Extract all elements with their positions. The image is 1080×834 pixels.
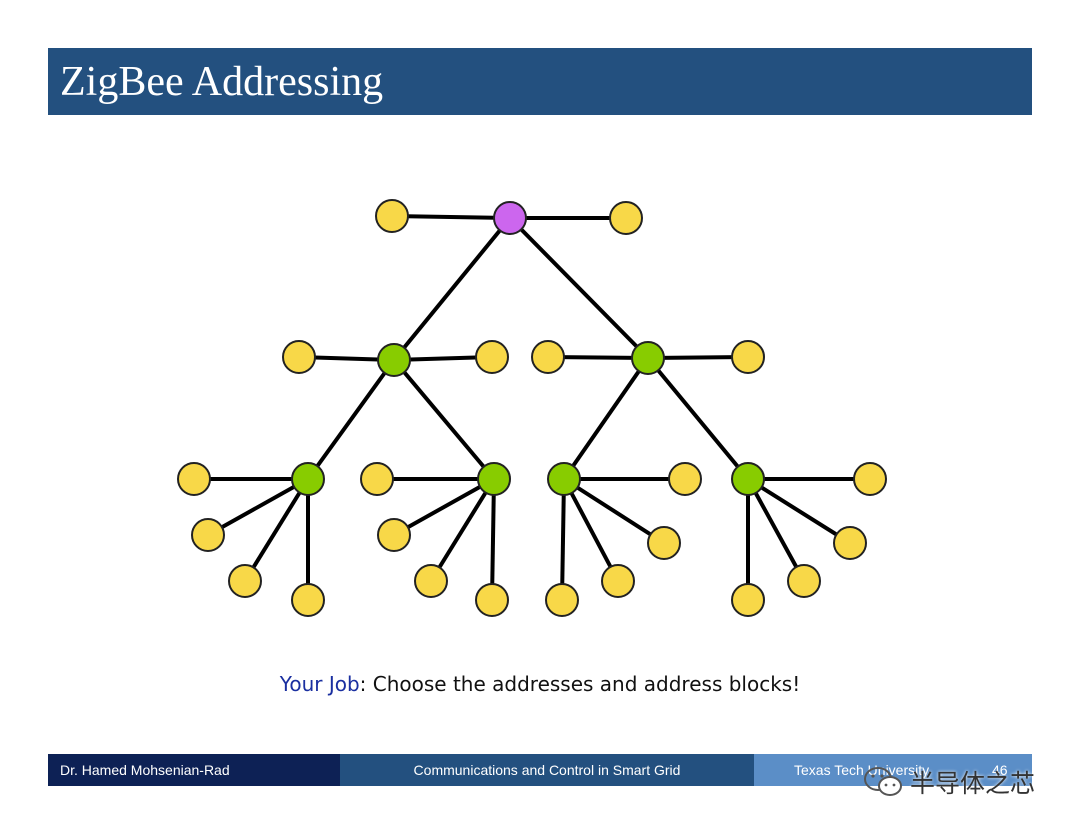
end-device-node <box>668 462 702 496</box>
router-node <box>291 462 325 496</box>
tree-link <box>746 478 806 582</box>
tree-link <box>646 356 750 481</box>
tree-link <box>508 216 650 360</box>
tree-link <box>560 478 566 601</box>
tree-link <box>391 214 511 220</box>
end-device-node <box>647 526 681 560</box>
end-device-node <box>833 526 867 560</box>
end-device-node <box>360 462 394 496</box>
end-device-node <box>601 564 635 598</box>
end-device-node <box>291 583 325 617</box>
watermark-text: 半导体之芯 <box>910 769 1036 798</box>
end-device-node <box>375 199 409 233</box>
end-device-node <box>475 583 509 617</box>
tree-nodes <box>177 199 887 617</box>
tree-link <box>306 358 396 481</box>
title-bar: ZigBee Addressing <box>48 48 1032 115</box>
tree-link <box>393 477 495 537</box>
tree-link <box>207 477 309 537</box>
footer-author: Dr. Hamed Mohsenian-Rad <box>48 754 340 786</box>
end-device-node <box>282 340 316 374</box>
end-device-node <box>731 583 765 617</box>
page-number: 46 <box>992 762 1008 778</box>
end-device-node <box>475 340 509 374</box>
tree-link <box>392 216 512 362</box>
tree-link <box>243 477 310 583</box>
footer: Dr. Hamed Mohsenian-Rad Communications a… <box>48 754 1032 786</box>
end-device-node <box>545 583 579 617</box>
end-device-node <box>191 518 225 552</box>
tree-link <box>562 478 620 582</box>
footer-course: Communications and Control in Smart Grid <box>340 754 754 786</box>
end-device-node <box>787 564 821 598</box>
footer-university: Texas Tech University <box>794 762 930 778</box>
wechat-icon <box>864 767 902 796</box>
tree-link <box>562 477 666 545</box>
watermark: 半导体之芯 <box>862 762 1035 802</box>
tree-links <box>194 214 870 601</box>
tree-link <box>392 358 496 481</box>
router-node <box>631 341 665 375</box>
end-device-node <box>377 518 411 552</box>
tree-link <box>562 356 650 481</box>
router-node <box>547 462 581 496</box>
tree-link <box>429 477 496 583</box>
router-node <box>377 343 411 377</box>
footer-right: Texas Tech University 46 <box>754 754 1032 786</box>
end-device-node <box>853 462 887 496</box>
tree-link <box>746 477 852 545</box>
end-device-node <box>228 564 262 598</box>
end-device-node <box>531 340 565 374</box>
end-device-node <box>609 201 643 235</box>
router-node <box>731 462 765 496</box>
caption-highlight: Your Job <box>279 672 360 696</box>
slide-title: ZigBee Addressing <box>60 59 384 105</box>
router-node <box>477 462 511 496</box>
tree-link <box>490 478 496 601</box>
caption: Your Job: Choose the addresses and addre… <box>0 672 1080 696</box>
coordinator-node <box>493 201 527 235</box>
caption-text: : Choose the addresses and address block… <box>359 672 801 696</box>
end-device-node <box>177 462 211 496</box>
end-device-node <box>414 564 448 598</box>
end-device-node <box>731 340 765 374</box>
